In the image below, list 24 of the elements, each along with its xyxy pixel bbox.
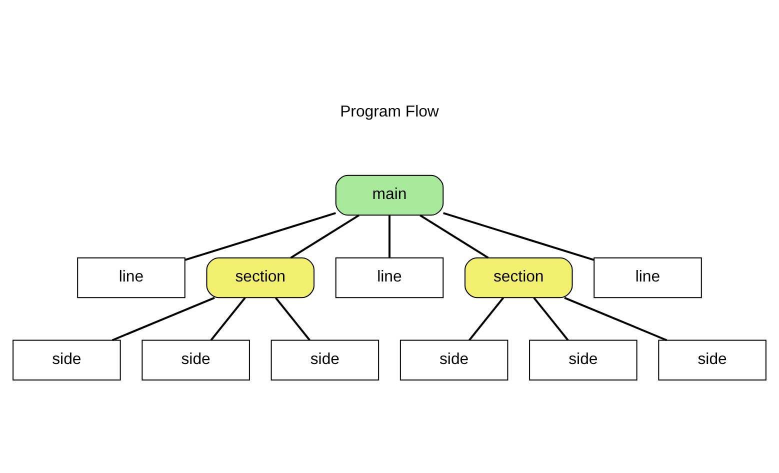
node-box: side (529, 340, 638, 381)
node-box: main (335, 174, 444, 216)
connector (420, 214, 489, 259)
label: Program Flow (340, 104, 439, 121)
node-box: line (594, 257, 702, 298)
node-box: line (335, 257, 444, 298)
connector (112, 296, 215, 342)
connector (564, 296, 668, 342)
node-box: section (206, 257, 314, 298)
connector (388, 215, 390, 258)
node-box: side (270, 340, 380, 381)
node-box: side (400, 340, 508, 381)
node-box: line (77, 257, 186, 298)
connector (533, 297, 569, 341)
node-box: section (464, 257, 573, 298)
connector (443, 212, 594, 261)
node-box: side (142, 340, 250, 381)
connector (210, 297, 246, 341)
connector (274, 297, 311, 341)
connector (290, 214, 360, 259)
node-box: side (658, 340, 766, 381)
node-box: side (12, 340, 121, 381)
connector (468, 297, 504, 341)
connector (184, 212, 336, 261)
